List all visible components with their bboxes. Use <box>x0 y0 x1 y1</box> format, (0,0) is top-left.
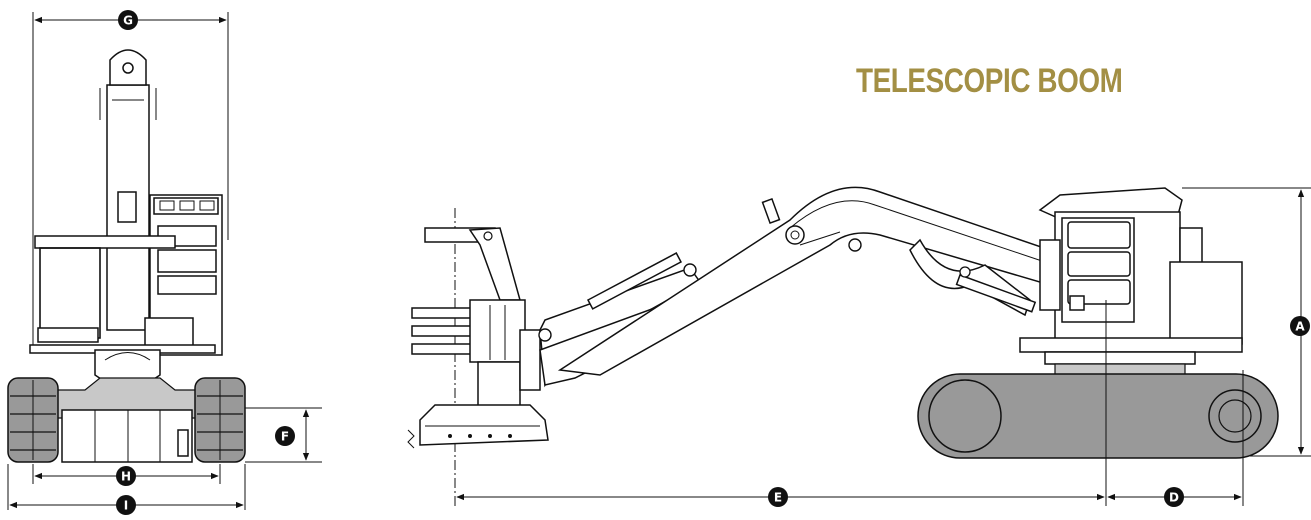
badge-f-label: F <box>281 430 289 444</box>
diagram-title: TELESCOPIC BOOM <box>856 62 1123 100</box>
side-view <box>407 186 1311 506</box>
badge-h-label: H <box>121 470 131 484</box>
badge-e: E <box>768 487 788 507</box>
badge-g-label: G <box>123 14 133 28</box>
turntable <box>1044 351 1196 365</box>
badge-i-label: I <box>124 499 128 513</box>
badge-a: A <box>1290 316 1310 336</box>
front-crossbar <box>34 235 176 249</box>
telescopic-boom <box>557 186 1051 376</box>
front-track-right <box>194 377 246 463</box>
front-cylinder <box>117 191 137 223</box>
felling-head <box>407 227 549 449</box>
badge-f: F <box>275 426 295 446</box>
front-track-left <box>7 377 59 463</box>
front-view <box>7 12 322 510</box>
badge-a-label: A <box>1295 320 1305 334</box>
badge-g: G <box>118 10 138 30</box>
badge-d: D <box>1164 487 1184 507</box>
badge-e-label: E <box>774 491 782 505</box>
badge-i: I <box>116 495 136 515</box>
saw-housing <box>419 404 549 446</box>
engine-housing <box>1169 261 1243 345</box>
upper-deck <box>1019 337 1243 353</box>
front-lower-frame <box>61 409 193 463</box>
side-track <box>917 373 1279 459</box>
upper-structure <box>1019 187 1243 379</box>
badge-d-label: D <box>1169 491 1179 505</box>
badge-h: H <box>116 466 136 486</box>
